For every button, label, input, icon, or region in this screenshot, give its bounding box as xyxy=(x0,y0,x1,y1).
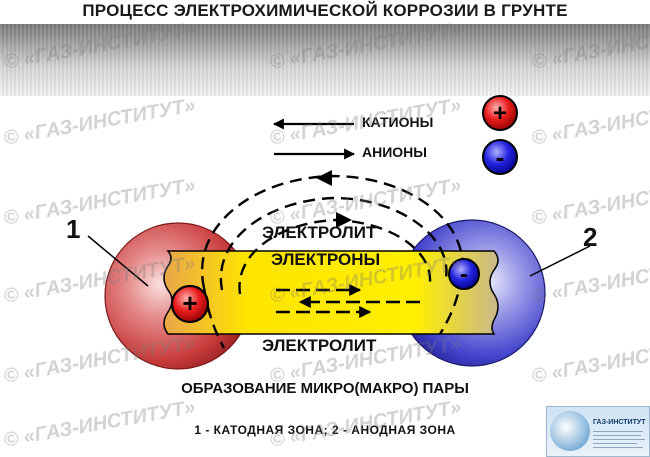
middle-ion-arc xyxy=(219,196,448,291)
gaz-institut-logo: ГАЗ-ИНСТИТУТ xyxy=(546,406,650,457)
legend-minus-sphere xyxy=(482,139,518,175)
diagram-caption: ОБРАЗОВАНИЕ МИКРО(МАКРО) ПАРЫ xyxy=(181,380,469,397)
gray-header-band xyxy=(0,24,650,96)
zone-1-pointer xyxy=(87,235,149,287)
zones-legend: 1 - КАТОДНАЯ ЗОНА; 2 - АНОДНАЯ ЗОНА xyxy=(194,423,456,437)
logo-name: ГАЗ-ИНСТИТУТ xyxy=(593,419,646,426)
legend-plus-sign: + xyxy=(493,100,507,127)
cathode-plus-sign: + xyxy=(182,288,197,318)
metal-conductor-band xyxy=(163,250,499,335)
electrolyte-top-label: ЭЛЕКТРОЛИТ xyxy=(262,223,377,242)
electrolyte-bottom-label: ЭЛЕКТРОЛИТ xyxy=(262,336,377,355)
arc-arrow-right xyxy=(336,212,352,228)
logo-emblem-icon xyxy=(550,411,590,451)
anode-minus-sign: - xyxy=(460,261,468,288)
cations-label: КАТИОНЫ xyxy=(362,114,434,130)
arc-arrow-left xyxy=(316,170,332,186)
anions-label: АНИОНЫ xyxy=(362,144,427,160)
anode-minus-sphere xyxy=(448,258,480,290)
zone-1-number: 1 xyxy=(66,214,81,244)
legend-plus-sphere xyxy=(482,95,518,131)
cathode-plus-sphere xyxy=(170,284,210,324)
page-title: ПРОЦЕСС ЭЛЕКТРОХИМИЧЕСКОЙ КОРРОЗИИ В ГРУ… xyxy=(82,1,568,20)
electrons-label: ЭЛЕКТРОНЫ xyxy=(271,250,381,269)
inner-ion-arc xyxy=(238,218,432,295)
zone-2-number: 2 xyxy=(583,222,598,252)
legend-minus-sign: - xyxy=(496,142,505,172)
zone-2-pointer xyxy=(529,245,591,277)
